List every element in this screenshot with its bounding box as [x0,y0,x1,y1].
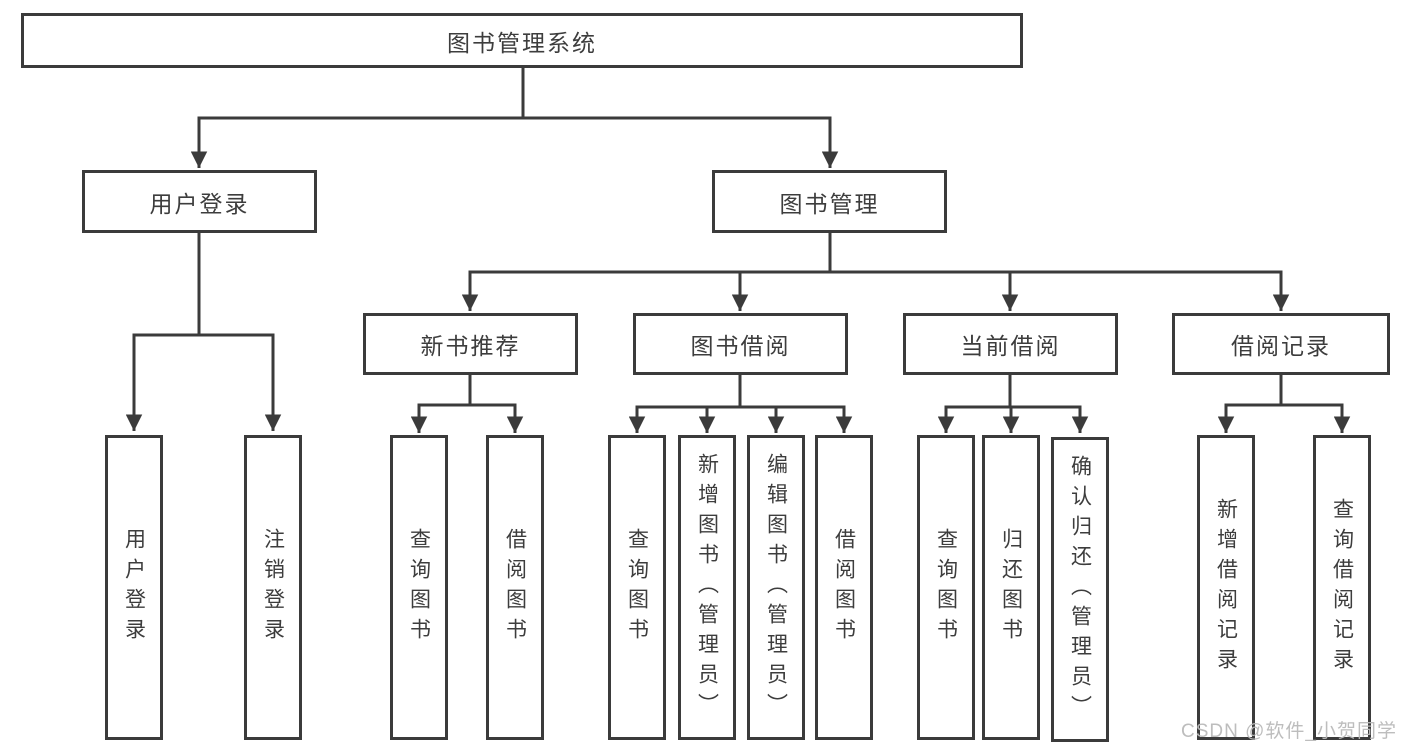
leaf-add-borrow-record: 新增借阅记录 [1197,435,1255,740]
leaf-add-books-admin-label: 新增图书（管理员） [695,452,719,723]
connector-bookmgmt-branch [461,270,1290,311]
leaf-query-borrow-record-label: 查询借阅记录 [1330,497,1354,678]
node-root: 图书管理系统 [21,13,1023,68]
node-book-borrow: 图书借阅 [633,313,848,375]
leaf-add-borrow-record-label: 新增借阅记录 [1214,497,1238,678]
connector-current-branch [937,405,1089,433]
node-user-login: 用户登录 [82,170,317,233]
node-book-borrow-label: 图书借阅 [690,333,791,359]
leaf-borrow-books-label: 借阅图书 [832,527,856,648]
connector-recommend-branch [410,403,524,433]
node-root-label: 图书管理系统 [447,29,597,56]
leaf-confirm-return-admin-label: 确认归还（管理员） [1068,454,1092,725]
connector-userlogin-branch [125,333,282,431]
node-new-book-recommend-label: 新书推荐 [420,333,521,359]
leaf-user-login-label: 用户登录 [122,527,146,648]
node-current-borrow-label: 当前借阅 [960,333,1061,359]
leaf-recommend-query-books: 查询图书 [390,435,448,740]
leaf-query-borrow-record: 查询借阅记录 [1313,435,1371,740]
connector-borrow-branch [628,405,853,433]
node-borrow-record: 借阅记录 [1172,313,1390,375]
leaf-logout: 注销登录 [244,435,302,740]
connector-record-branch [1217,403,1351,433]
leaf-recommend-borrow-books-label: 借阅图书 [503,527,527,648]
node-borrow-record-label: 借阅记录 [1231,333,1331,359]
node-new-book-recommend: 新书推荐 [363,313,578,375]
leaf-borrow-books: 借阅图书 [815,435,873,740]
csdn-watermark: CSDN @软件_小贺同学 [1181,721,1397,742]
leaf-current-query-books-label: 查询图书 [934,527,958,648]
leaf-user-login: 用户登录 [105,435,163,740]
leaf-recommend-query-books-label: 查询图书 [407,527,431,648]
node-user-login-label: 用户登录 [149,190,250,217]
leaf-add-books-admin: 新增图书（管理员） [678,435,736,740]
leaf-return-books: 归还图书 [982,435,1040,740]
leaf-edit-books-admin: 编辑图书（管理员） [747,435,805,740]
leaf-current-query-books: 查询图书 [917,435,975,740]
leaf-edit-books-admin-label: 编辑图书（管理员） [764,452,788,723]
leaf-return-books-label: 归还图书 [999,527,1023,648]
leaf-borrow-query-books: 查询图书 [608,435,666,740]
leaf-recommend-borrow-books: 借阅图书 [486,435,544,740]
node-current-borrow: 当前借阅 [903,313,1118,375]
node-book-management-label: 图书管理 [779,190,880,217]
connector-root-branch [190,116,839,168]
leaf-logout-label: 注销登录 [261,527,285,648]
leaf-confirm-return-admin: 确认归还（管理员） [1051,437,1109,742]
leaf-borrow-query-books-label: 查询图书 [625,527,649,648]
node-book-management: 图书管理 [712,170,947,233]
